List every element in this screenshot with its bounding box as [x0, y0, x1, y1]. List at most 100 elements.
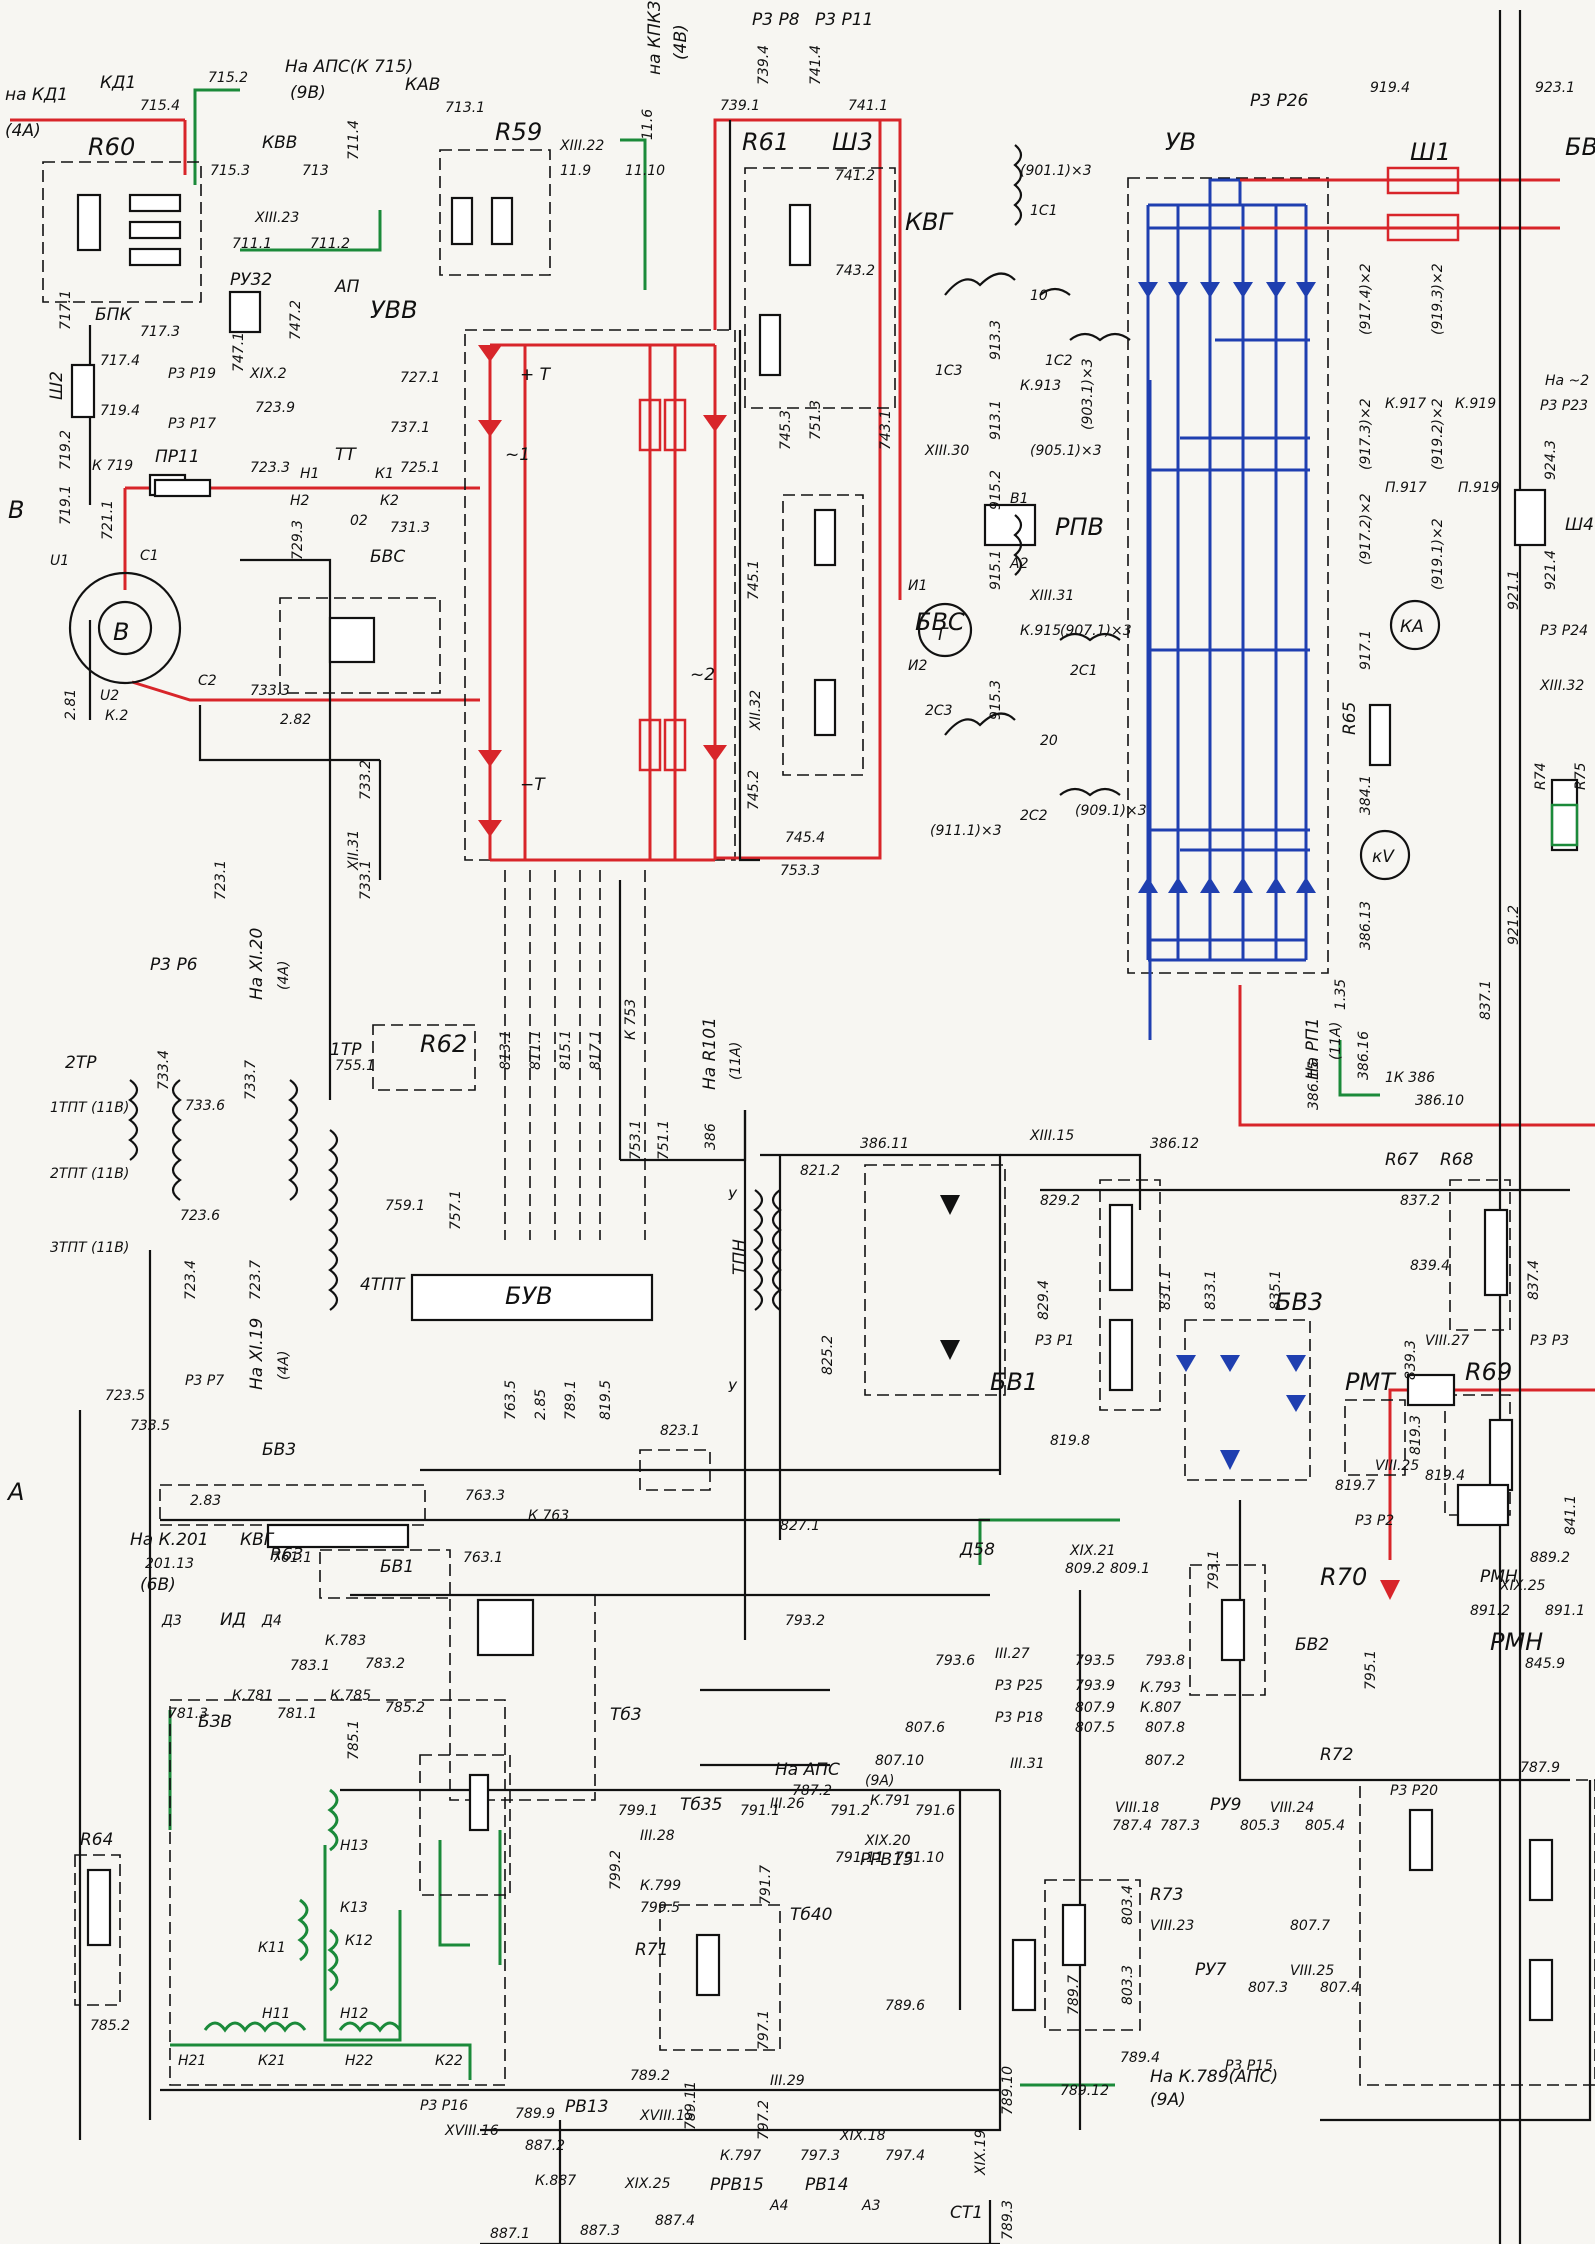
wire-711-1: 711.1	[232, 236, 272, 252]
label-tpt2: 2ТПТ (11В)	[50, 1166, 129, 1182]
wire-819-5: 819.5	[598, 1380, 614, 1420]
supply-p3p17: Р3 Р17	[168, 416, 216, 432]
label-kd1-sheet: (4А)	[5, 121, 41, 141]
wire-887-4: 887.4	[655, 2213, 695, 2229]
wire-913-3: 913.3	[988, 320, 1004, 360]
wire-753-1: 753.1	[628, 1120, 644, 1160]
label-ppv15-bot: РРВ15	[710, 2175, 764, 2195]
wire-839-3: 839.3	[1403, 1340, 1419, 1380]
wire-805-3: 805.3	[1240, 1818, 1280, 1834]
rectifier-uv	[1127, 177, 1329, 974]
component-labels: на КД1 (4А) КД1 На АПС(К 715) (9В) на КП…	[5, 0, 1595, 2223]
label-na-aps-807-sheet: (9А)	[865, 1773, 894, 1789]
wire-719-2: 719.2	[58, 430, 74, 470]
wire-k2: К.2	[105, 708, 128, 724]
wire-k386: 1К 386	[1385, 1070, 1435, 1086]
label-na-r101-sheet: (11А)	[728, 1042, 744, 1080]
supply-p3p20: Р3 Р20	[1390, 1783, 1438, 1799]
wire-715-3: 715.3	[210, 163, 250, 179]
label-kav: КАВ	[405, 75, 440, 95]
wire-907: (907.1)×3	[1060, 623, 1132, 639]
wire-919-1: (919.1)×2	[1430, 518, 1446, 590]
wire-745-4: 745.4	[785, 830, 825, 846]
wire-845-9: 845.9	[1525, 1656, 1565, 1672]
wire-807-2: 807.2	[1145, 1753, 1185, 1769]
wire-799-5: 799.5	[640, 1900, 680, 1916]
terminal-xix19: XIX.19	[973, 2129, 989, 2176]
wire-787-4: 787.4	[1112, 1818, 1152, 1834]
pin-k13: К13	[340, 1900, 368, 1916]
wire-807-3: 807.3	[1248, 1980, 1288, 1996]
wire-11-10: 11.10	[625, 163, 665, 179]
wire-789-9: 789.9	[515, 2106, 555, 2122]
wire-917-1: 917.1	[1358, 630, 1374, 670]
supply-p3p1: Р3 Р1	[1035, 1333, 1074, 1349]
wire-729-3: 729.3	[290, 520, 306, 560]
wire-837-1: 837.1	[1478, 980, 1494, 1020]
wire-k785: К.785	[330, 1688, 371, 1704]
label-r67: R67	[1385, 1150, 1419, 1170]
label-na-aps-807: На АПС	[775, 1760, 840, 1780]
wire-715-4: 715.4	[140, 98, 180, 114]
pin-k11: К11	[258, 1940, 286, 1956]
wire-763-1: 763.1	[463, 1550, 503, 1566]
wire-2c1: 2С1	[1070, 663, 1098, 679]
wire-837-2: 837.2	[1400, 1193, 1440, 1209]
wire-829-2: 829.2	[1040, 1193, 1080, 1209]
label-tr1: 1ТР	[330, 1040, 362, 1060]
wire-10: 10	[1030, 288, 1048, 304]
wire-20: 20	[1040, 733, 1058, 749]
label-r61: R61	[742, 128, 789, 156]
terminal-xix18: XIX.18	[839, 2128, 886, 2144]
label-aps-715: На АПС(К 715)	[285, 57, 413, 77]
wire-p919: П.919	[1458, 480, 1500, 496]
label-ka: КА	[1400, 617, 1424, 637]
wire-751-1: 751.1	[656, 1120, 672, 1160]
supply-p3p8: Р3 Р8	[752, 10, 800, 30]
label-bv1-left: БВ1	[380, 1557, 414, 1577]
wire-793-6: 793.6	[935, 1653, 975, 1669]
label-minus-t: −Т	[520, 775, 546, 795]
wire-789-2: 789.2	[630, 2068, 670, 2084]
wire-807-6: 807.6	[905, 1720, 945, 1736]
wire-789-10: 789.10	[1000, 2066, 1016, 2115]
pin-b1: В1	[1010, 491, 1029, 507]
label-row-a: А	[6, 1478, 24, 1506]
pin-o2: 02	[350, 513, 368, 529]
label-na-xi19: На XI.19	[247, 1318, 267, 1390]
terminal-xiii32: XIII.32	[1539, 678, 1584, 694]
wire-p917: П.917	[1385, 480, 1427, 496]
wire-827-1: 827.1	[780, 1518, 820, 1534]
wire-745-1: 745.1	[746, 560, 762, 600]
pin-i2: И2	[908, 658, 927, 674]
label-tt: ТТ	[335, 445, 357, 465]
label-na-k789-sheet: (9А)	[1150, 2090, 1186, 2110]
wire-803-3: 803.3	[1120, 1965, 1136, 2005]
wire-791-11: 791.11	[835, 1850, 884, 1866]
label-row-b: В	[8, 496, 24, 524]
label-tb3: Тб3	[610, 1705, 642, 1725]
wire-909: (909.1)×3	[1075, 803, 1147, 819]
label-bvs-left: БВС	[370, 547, 405, 567]
wire-805-4: 805.4	[1305, 1818, 1345, 1834]
supply-p3p24: Р3 Р24	[1540, 623, 1588, 639]
label-tb40: Тб40	[790, 1905, 833, 1925]
label-kpk3-sheet: (4В)	[671, 24, 691, 60]
label-st1: СТ1	[950, 2203, 983, 2223]
wire-k791: К.791	[870, 1793, 911, 1809]
terminal-xviii15: XVIII.15	[639, 2108, 694, 2124]
wire-923-1: 923.1	[1535, 80, 1575, 96]
terminal-iii28: III.28	[640, 1828, 675, 1844]
wire-791-6: 791.6	[915, 1803, 955, 1819]
wire-841-1: 841.1	[1563, 1495, 1579, 1535]
label-sh2: Ш2	[47, 371, 67, 400]
wire-809-1: 809.1	[1110, 1561, 1150, 1577]
label-kv: кV	[1372, 847, 1395, 867]
wire-711-4: 711.4	[346, 120, 362, 160]
label-na-rp1: На РП1	[1303, 1018, 1323, 1080]
label-rpv: РПВ	[1055, 513, 1104, 541]
wire-789-7: 789.7	[1066, 1975, 1082, 2015]
wire-813-1: 813.1	[498, 1030, 514, 1070]
wire-k799: К.799	[640, 1878, 681, 1894]
supply-p3p19: Р3 Р19	[168, 366, 216, 382]
